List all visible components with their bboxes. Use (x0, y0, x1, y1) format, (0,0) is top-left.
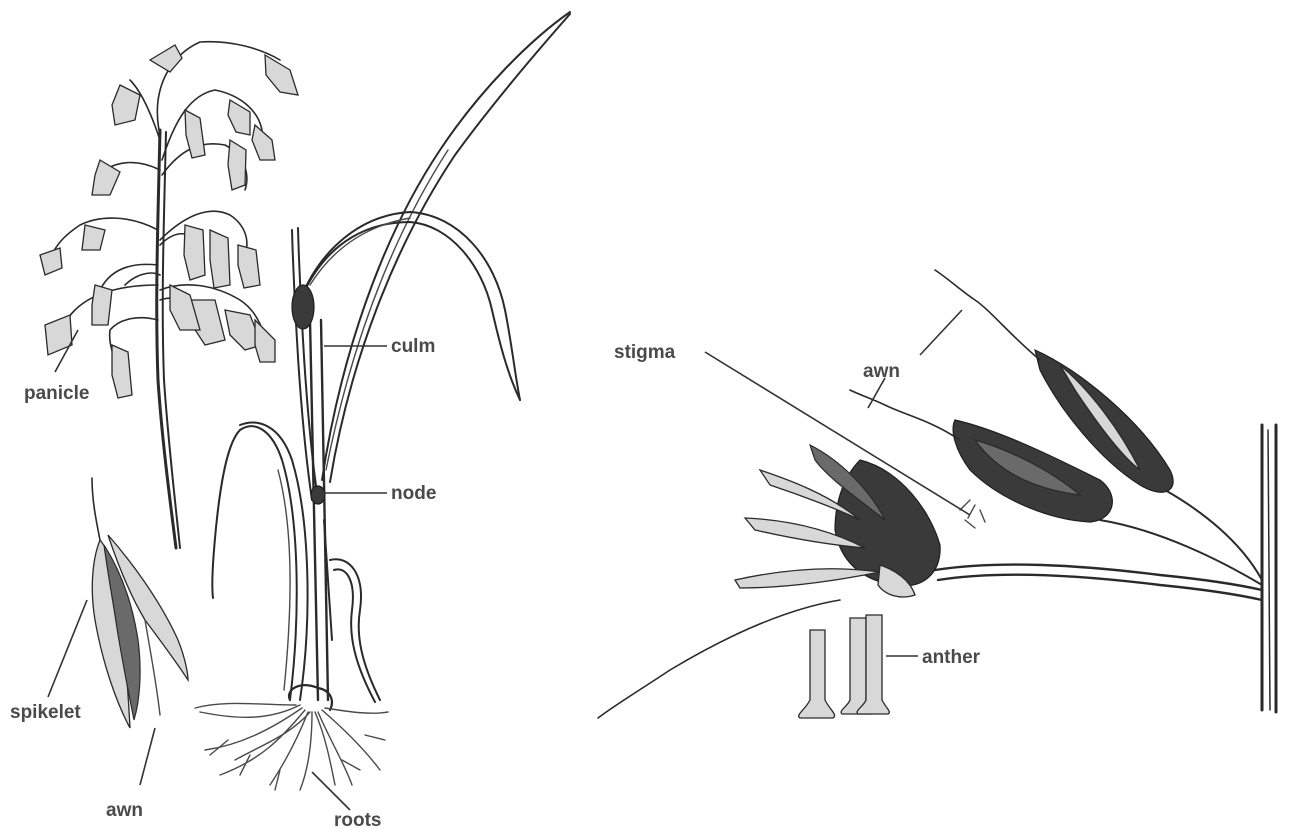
anthers (799, 615, 890, 718)
label-spikelet: spikelet (10, 702, 81, 723)
label-awn-right: awn (863, 361, 900, 382)
leader-lines (48, 310, 970, 810)
spikelet-illustration (92, 478, 188, 728)
label-culm: culm (391, 336, 435, 357)
spikelet-leader (48, 600, 87, 697)
label-roots: roots (334, 810, 382, 828)
awn-right-leader-top (920, 310, 962, 355)
labels: panicle culm node spikelet awn roots sti… (10, 336, 981, 828)
label-anther: anther (922, 647, 981, 668)
awn-left-leader (140, 728, 155, 785)
plant-illustration (195, 12, 570, 790)
panicle-illustration (40, 42, 298, 548)
label-panicle: panicle (24, 383, 89, 404)
stigma-leader (705, 352, 970, 515)
roots-leader (312, 772, 350, 810)
label-stigma: stigma (614, 342, 676, 363)
label-awn-left: awn (106, 800, 143, 821)
label-node: node (391, 483, 436, 504)
